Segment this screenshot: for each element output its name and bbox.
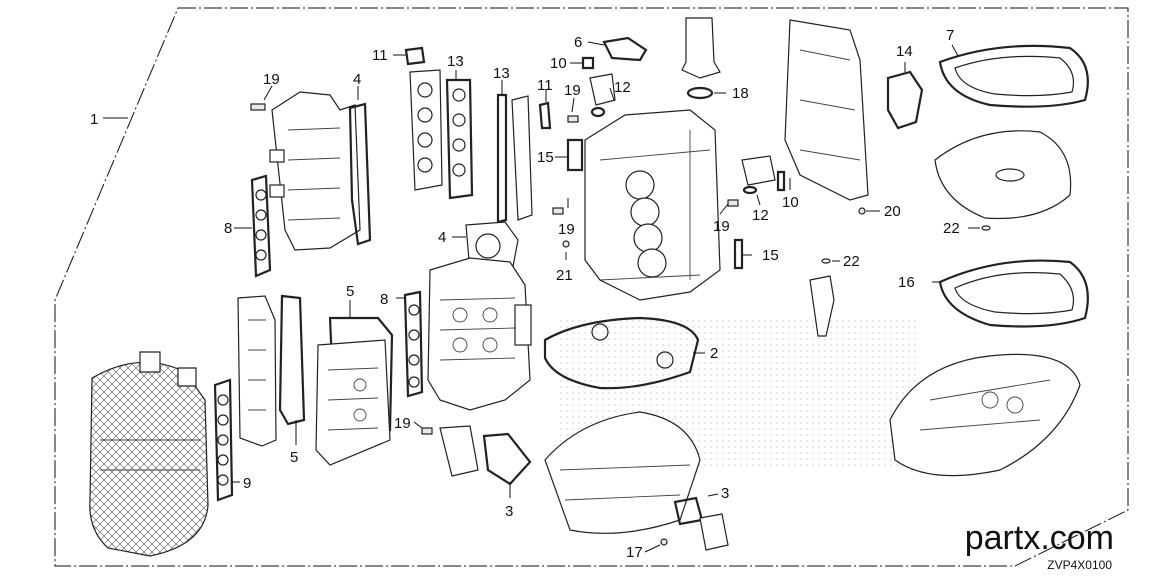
plug-21	[562, 240, 570, 248]
bolt-19e	[421, 427, 433, 435]
intake-gasket-8-left	[250, 174, 272, 278]
callout-20: 20	[884, 203, 901, 220]
site-logo-text: partx.com	[964, 519, 1114, 557]
callout-21: 21	[556, 267, 573, 284]
bracket-plate-right	[699, 513, 729, 551]
exhaust-cover-plate	[237, 295, 277, 447]
callout-22a: 22	[943, 220, 960, 237]
diagram-code: ZVP4X0100	[1047, 558, 1112, 572]
oil-pan-lower	[544, 411, 701, 534]
callout-5b: 5	[290, 449, 298, 466]
water-pump-cover	[741, 155, 776, 195]
leader-lines	[103, 41, 980, 553]
callout-11b: 11	[537, 77, 553, 94]
lower-casing	[889, 353, 1081, 477]
intake-plenum	[89, 351, 209, 557]
callout-17: 17	[626, 544, 643, 561]
callout-9: 9	[243, 475, 251, 492]
bolt-19b	[567, 115, 579, 123]
callout-16: 16	[898, 274, 915, 291]
callout-6: 6	[574, 34, 582, 51]
thermostat-housing	[589, 73, 616, 118]
bracket-plate-left	[439, 425, 479, 477]
gasket-plate-13	[511, 95, 533, 221]
callout-1: 1	[90, 111, 98, 128]
bolt-19d	[727, 199, 739, 207]
exhaust-manifold-cover	[315, 339, 391, 466]
gasket-11-top	[404, 46, 426, 66]
intake-gasket-9	[213, 378, 234, 502]
callout-8b: 8	[380, 291, 388, 308]
callout-7: 7	[946, 27, 954, 44]
cylinder-head-upper-left	[269, 91, 361, 251]
gasket-13-right	[496, 93, 508, 224]
callout-19a: 19	[263, 71, 280, 88]
callout-18: 18	[732, 85, 749, 102]
oring-20	[858, 207, 866, 215]
gasket-16	[938, 259, 1089, 328]
callout-3a: 3	[505, 503, 513, 520]
gasket-11-small	[538, 101, 552, 130]
manifold-gasket-column	[409, 69, 443, 191]
callout-19e: 19	[394, 415, 411, 432]
sensor-22	[809, 275, 835, 337]
head-gasket-4-left	[348, 102, 372, 246]
oil-pan-tall	[784, 19, 869, 201]
callout-15a: 15	[537, 149, 554, 166]
oring-22-center	[821, 258, 831, 264]
gasket-2	[543, 316, 700, 390]
gasket-13-left	[445, 78, 474, 200]
callout-11a: 11	[372, 47, 388, 64]
oil-pan-upper-right	[934, 130, 1072, 220]
gasket-3-left	[482, 432, 532, 486]
bolt-19c	[552, 207, 564, 215]
gasket-15-right	[733, 238, 744, 270]
callout-5a: 5	[346, 283, 354, 300]
callout-19c: 19	[558, 221, 575, 238]
gasket-10-right	[776, 170, 786, 192]
callout-3b: 3	[721, 485, 729, 502]
oil-filter	[681, 17, 721, 100]
callout-14: 14	[896, 43, 913, 60]
callout-4b: 4	[438, 229, 446, 246]
callout-10a: 10	[550, 55, 567, 72]
callout-2: 2	[710, 345, 718, 362]
bolt-19a	[250, 103, 266, 111]
gasket-15-left	[566, 138, 584, 172]
callout-12a: 12	[614, 79, 631, 96]
callout-19d: 19	[713, 218, 730, 235]
kit-boundary-frame	[54, 7, 1129, 567]
callout-8a: 8	[224, 220, 232, 237]
exhaust-gasket-5a	[278, 294, 306, 426]
callout-labels: 1 2 3 3 4 4 5 5 6 7 8 8 9 10 10 11 11 12…	[90, 27, 960, 561]
cylinder-head-center	[427, 257, 532, 411]
callout-12b: 12	[752, 207, 769, 224]
callout-10b: 10	[782, 194, 799, 211]
gasket-6	[602, 36, 648, 62]
gasket-14	[886, 70, 924, 130]
gasket-10-top	[581, 56, 595, 70]
gasket-7	[938, 44, 1089, 108]
callout-15b: 15	[762, 247, 779, 264]
callout-19b: 19	[564, 82, 581, 99]
plug-17	[660, 538, 668, 546]
callout-13a: 13	[447, 53, 464, 70]
callout-13b: 13	[493, 65, 510, 82]
callout-22b: 22	[843, 253, 860, 270]
intake-gasket-8-center	[403, 290, 424, 398]
callout-4a: 4	[353, 71, 361, 88]
engine-block	[584, 109, 721, 301]
oring-22-right	[981, 225, 991, 231]
